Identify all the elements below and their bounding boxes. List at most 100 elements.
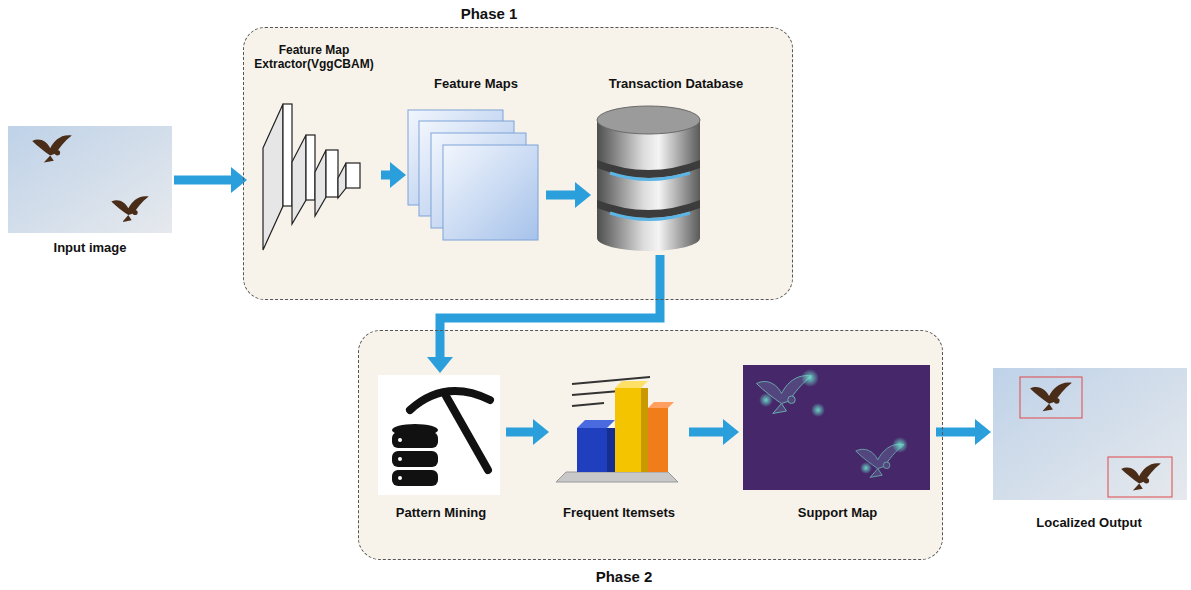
process-node: Transaction Database xyxy=(591,73,761,255)
support-glow xyxy=(801,369,819,387)
bar-side xyxy=(607,428,615,472)
bar-top xyxy=(648,402,674,408)
bird xyxy=(1121,463,1161,490)
pickaxe-handle xyxy=(446,396,488,470)
node-label: Feature Maps xyxy=(406,76,546,92)
db-disk xyxy=(392,451,438,467)
input-photo xyxy=(8,126,172,233)
cylinder-glow xyxy=(610,173,690,180)
cylinder-top xyxy=(597,106,700,134)
node-label: Pattern Mining xyxy=(376,505,506,521)
arrow-shaft xyxy=(440,255,660,358)
bird xyxy=(1030,383,1072,412)
support-glow xyxy=(892,437,908,453)
cylinder-base xyxy=(597,225,700,251)
feature-maps-icon xyxy=(408,110,538,240)
chart-line xyxy=(572,391,620,395)
cnn-layer xyxy=(306,135,315,200)
cnn-layer xyxy=(338,163,346,198)
arrow-head xyxy=(975,419,991,445)
process-node: Support Map xyxy=(739,363,936,525)
chart-icon xyxy=(556,377,678,482)
bar-top xyxy=(615,381,648,388)
detection-box xyxy=(1108,457,1172,497)
phase-title: Phase 2 xyxy=(574,568,674,586)
flow-arrow xyxy=(506,419,549,445)
flow-arrow xyxy=(174,167,247,193)
image-node: Input image xyxy=(6,124,174,260)
icon-ground xyxy=(378,375,500,495)
arrow-shaft xyxy=(381,171,391,180)
cylinder-glow xyxy=(610,213,690,220)
detection-box xyxy=(1020,377,1082,418)
arrow-head xyxy=(575,182,591,208)
support-map-image xyxy=(743,365,930,490)
cnn-layer xyxy=(346,163,360,188)
node-label: Frequent Itemsets xyxy=(549,505,689,521)
support-glow xyxy=(759,393,773,407)
database-icon xyxy=(597,106,700,251)
arrow-shaft xyxy=(174,176,232,185)
bird xyxy=(111,196,148,222)
map-ground xyxy=(743,365,930,490)
flow-arrow xyxy=(936,419,991,445)
image-node: Localized Output xyxy=(991,365,1187,535)
bar-top xyxy=(577,420,615,428)
arrow-head xyxy=(427,357,453,373)
node-label: Input image xyxy=(6,240,174,256)
cnn-layer xyxy=(283,104,292,206)
process-node: Frequent Itemsets xyxy=(549,373,689,525)
chart-base xyxy=(556,472,678,482)
cnn-layer xyxy=(326,150,338,197)
phase-ground xyxy=(358,330,943,560)
phase-title: Phase 1 xyxy=(434,5,544,23)
db-dot xyxy=(398,457,402,461)
node-label: Support Map xyxy=(739,505,936,521)
cylinder-body xyxy=(597,120,700,238)
arrow-shaft xyxy=(546,191,576,200)
flow-arrow xyxy=(427,255,660,373)
db-top xyxy=(392,424,438,436)
arrow-shaft xyxy=(689,428,724,437)
cnn-layer xyxy=(263,104,283,250)
arrow-head xyxy=(390,162,406,188)
support-glow xyxy=(860,462,872,474)
cnn-layer xyxy=(292,135,306,224)
arrow-shaft xyxy=(936,428,976,437)
sky xyxy=(8,126,172,233)
node-label: Feature Map Extractor(VggCBAM) xyxy=(247,43,381,72)
flow-arrow xyxy=(381,162,406,188)
phase-panel: Phase 1Feature Map Extractor(VggCBAM)Fea… xyxy=(243,27,793,300)
phase-panel: Phase 2Pattern MiningFrequent ItemsetsSu… xyxy=(358,330,943,560)
chart-line xyxy=(572,403,604,406)
cnn-layer xyxy=(315,150,326,216)
support-glow xyxy=(811,403,825,417)
node-label: Transaction Database xyxy=(591,76,761,92)
bird xyxy=(32,135,72,162)
feature-map xyxy=(443,145,538,240)
bar xyxy=(577,428,607,472)
process-node: Feature Maps xyxy=(406,73,546,245)
bar xyxy=(648,408,668,472)
arrow-shaft xyxy=(506,428,534,437)
arrow-head xyxy=(231,167,247,193)
node-label: Localized Output xyxy=(991,515,1187,531)
bar-side xyxy=(641,388,648,472)
mining-icon xyxy=(378,375,500,495)
arrow-head xyxy=(533,419,549,445)
cnn-icon xyxy=(263,104,360,250)
process-node: Feature Map Extractor(VggCBAM) xyxy=(247,41,381,255)
bar xyxy=(615,388,641,472)
flow-arrow xyxy=(689,419,739,445)
db-disk xyxy=(392,470,438,486)
phase-ground xyxy=(243,27,793,300)
db-dot xyxy=(398,476,402,480)
db-dot xyxy=(398,438,402,442)
flow-arrow xyxy=(546,182,591,208)
sky xyxy=(993,368,1187,500)
arrow-head xyxy=(723,419,739,445)
output-photo xyxy=(993,368,1187,500)
